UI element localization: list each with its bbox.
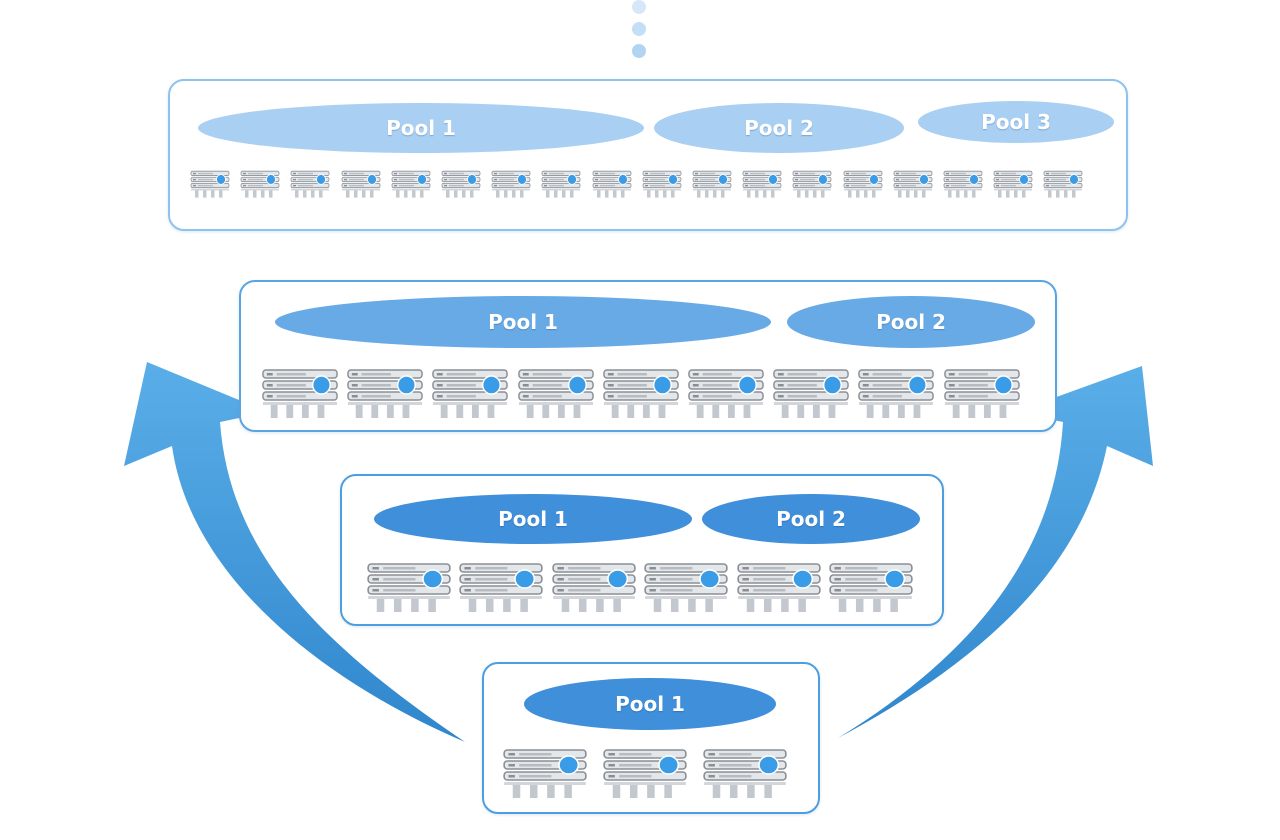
server-icon <box>1044 170 1083 198</box>
server-icon <box>858 369 935 418</box>
server-icon <box>503 749 587 798</box>
continuation-dot <box>632 44 646 58</box>
server-icon <box>367 563 451 612</box>
server-icon <box>341 170 380 198</box>
tier-3-cluster: Pool 1 Pool 2 <box>239 280 1057 432</box>
tier-2-cluster: Pool 1 Pool 2 <box>340 474 944 626</box>
scale-arrow-left-icon <box>124 362 465 742</box>
server-icon <box>491 170 531 198</box>
server-icon <box>190 170 230 198</box>
server-icon <box>441 170 481 198</box>
server-icon <box>943 369 1020 418</box>
pool-label: Pool 2 <box>702 494 920 544</box>
continuation-dot <box>632 22 646 36</box>
tier-1-cluster: Pool 1 <box>482 662 820 814</box>
server-icon <box>517 369 594 418</box>
server-icon <box>843 170 882 198</box>
server-icon <box>943 170 983 198</box>
server-icon <box>262 369 338 418</box>
server-icon <box>459 563 544 612</box>
server-icon <box>432 369 509 418</box>
server-icon <box>347 369 423 418</box>
server-icon <box>773 369 849 418</box>
pool-label: Pool 2 <box>787 296 1035 348</box>
server-icon <box>703 749 787 798</box>
tier-4-cluster: Pool 1 Pool 2 Pool 3 <box>168 79 1128 231</box>
server-icon <box>240 170 280 198</box>
pool-label: Pool 2 <box>654 103 904 153</box>
server-icon <box>688 369 764 418</box>
continuation-dot <box>632 0 646 14</box>
server-icon <box>291 170 330 198</box>
pool-label: Pool 1 <box>524 678 776 730</box>
server-icon <box>692 170 732 198</box>
server-icon <box>642 170 682 198</box>
pool-label: Pool 1 <box>198 103 644 153</box>
server-icon <box>736 563 821 612</box>
server-icon <box>542 170 581 198</box>
server-icon <box>742 170 782 198</box>
server-icon <box>644 563 728 612</box>
server-icon <box>391 170 431 198</box>
server-icon <box>603 369 679 418</box>
server-icon <box>893 170 933 198</box>
scale-arrow-right-icon <box>838 366 1153 738</box>
pool-label: Pool 3 <box>918 101 1114 143</box>
pool-label: Pool 1 <box>374 494 692 544</box>
server-icon <box>829 563 913 612</box>
server-icon <box>993 170 1033 198</box>
pool-label: Pool 1 <box>275 296 771 348</box>
server-icon <box>793 170 832 198</box>
server-icon <box>592 170 631 198</box>
server-icon <box>603 749 687 798</box>
server-icon <box>552 563 636 612</box>
